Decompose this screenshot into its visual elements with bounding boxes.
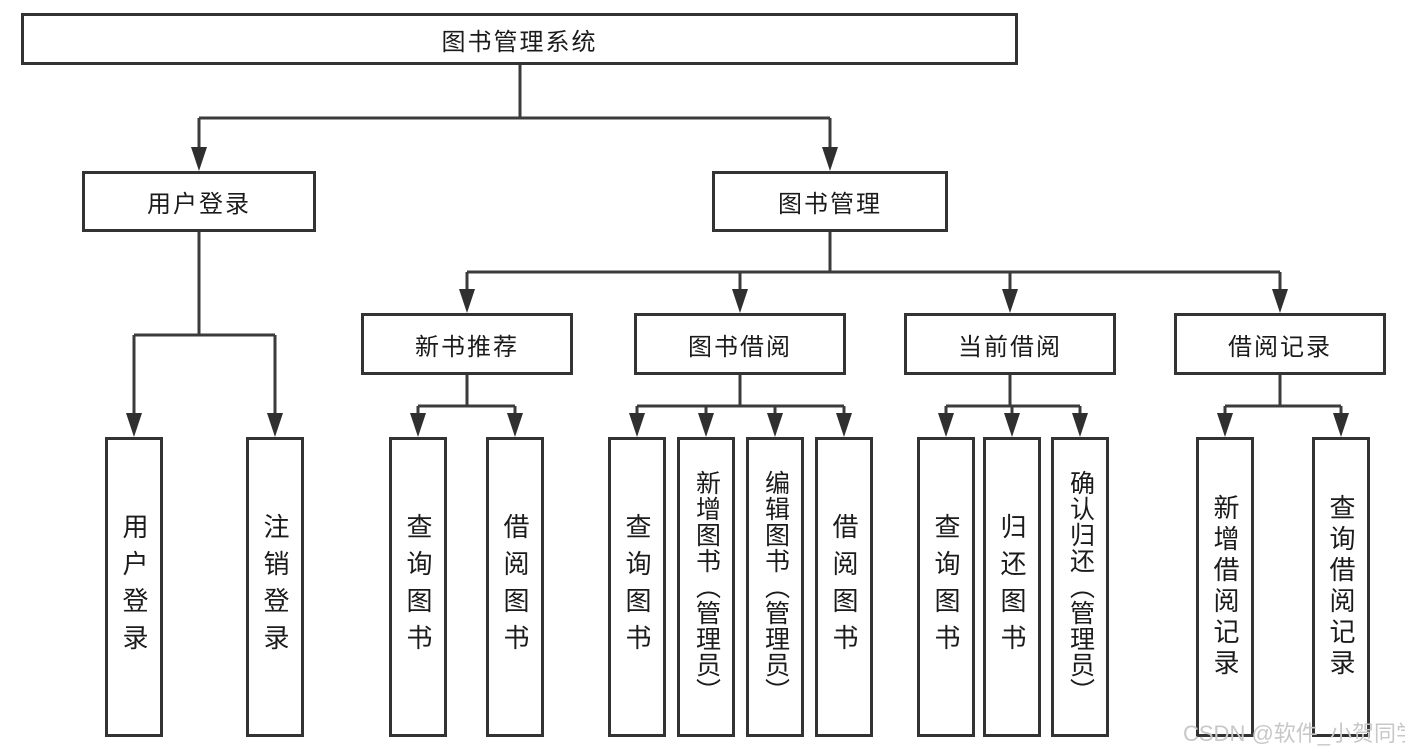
leaf-query-books-1-label: 查询图书 (403, 513, 433, 661)
leaf-borrow-books-1-label: 借阅图书 (500, 513, 530, 661)
node-branch-book-management: 图书管理 (712, 171, 948, 232)
leaf-user-login-label: 用户登录 (119, 513, 149, 661)
leaf-query-books-2-label: 查询图书 (622, 513, 652, 661)
leaf-return-books: 归还图书 (983, 437, 1041, 737)
leaf-add-borrow-record-label: 新增借阅记录 (1210, 494, 1240, 680)
leaf-borrow-books-2-label: 借阅图书 (829, 513, 859, 661)
node-borrow-records-label: 借阅记录 (1228, 333, 1332, 361)
csdn-watermark: CSDN @软件_小贺同学 (1183, 721, 1405, 746)
leaf-add-borrow-record: 新增借阅记录 (1196, 437, 1254, 737)
node-root-label: 图书管理系统 (441, 28, 598, 56)
leaf-confirm-return-admin-label: 确认归还（管理员） (1066, 470, 1095, 704)
leaf-query-books-2: 查询图书 (608, 437, 666, 737)
leaf-edit-books-admin-label: 编辑图书（管理员） (761, 470, 790, 704)
leaf-query-books-1: 查询图书 (389, 437, 447, 737)
node-branch-user-login-label: 用户登录 (147, 191, 251, 218)
node-current-borrow-label: 当前借阅 (958, 333, 1062, 361)
arrowheads (126, 147, 1349, 437)
node-borrow-records: 借阅记录 (1174, 313, 1386, 375)
leaf-add-books-admin-label: 新增图书（管理员） (692, 470, 721, 704)
leaf-borrow-books-1: 借阅图书 (486, 437, 544, 737)
leaf-logout: 注销登录 (246, 437, 304, 737)
node-new-book-recommend-label: 新书推荐 (415, 333, 519, 361)
leaf-query-books-3-label: 查询图书 (931, 513, 961, 661)
node-branch-book-management-label: 图书管理 (778, 191, 882, 218)
node-branch-user-login: 用户登录 (82, 171, 316, 232)
node-current-borrow: 当前借阅 (904, 313, 1116, 375)
leaf-query-borrow-record: 查询借阅记录 (1312, 437, 1370, 737)
leaf-logout-label: 注销登录 (260, 513, 290, 661)
leaf-query-books-3: 查询图书 (917, 437, 975, 737)
leaf-user-login: 用户登录 (105, 437, 163, 737)
node-new-book-recommend: 新书推荐 (361, 313, 573, 375)
node-root: 图书管理系统 (21, 13, 1018, 65)
leaf-borrow-books-2: 借阅图书 (815, 437, 873, 737)
node-book-borrow: 图书借阅 (634, 313, 846, 375)
leaf-confirm-return-admin: 确认归还（管理员） (1051, 437, 1109, 737)
leaf-return-books-label: 归还图书 (997, 513, 1027, 661)
leaf-edit-books-admin: 编辑图书（管理员） (746, 437, 804, 737)
node-book-borrow-label: 图书借阅 (688, 333, 792, 361)
leaf-add-books-admin: 新增图书（管理员） (677, 437, 735, 737)
leaf-query-borrow-record-label: 查询借阅记录 (1326, 494, 1356, 680)
